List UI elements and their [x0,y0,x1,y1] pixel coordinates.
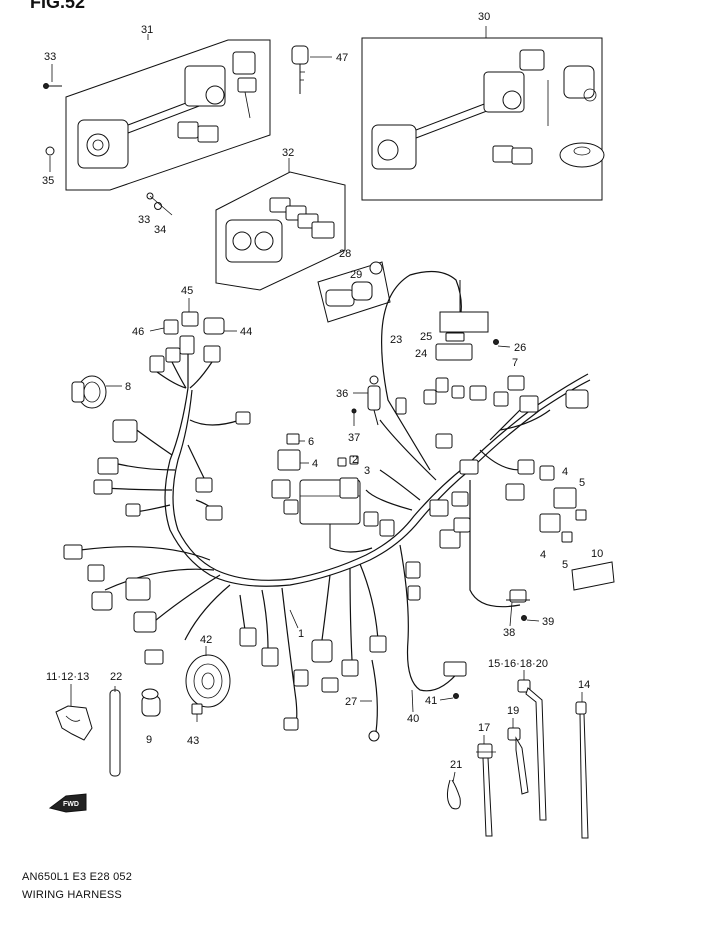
tie-17 [476,743,496,837]
figure-title: FIG.52 [30,0,86,12]
callout-23: 23 [390,334,402,346]
grommet-9 [141,688,161,717]
callout-24: 24 [415,348,427,360]
callout-28: 28 [339,248,351,260]
callout-32: 32 [282,147,294,159]
callout-4-right-top: 4 [562,466,568,478]
callout-1: 1 [298,628,304,640]
callout-11-12-13: 11·12·13 [46,671,89,683]
callout-44: 44 [240,326,252,338]
callout-39: 39 [542,616,554,628]
callout-5-right-bottom: 5 [562,559,568,571]
callout-4-right-bottom: 4 [540,549,546,561]
cap-8 [71,375,107,409]
callout-29: 29 [350,269,362,281]
relays-right [539,487,587,543]
parts-40-41 [443,661,467,699]
bolt-43 [191,703,203,722]
callout-38: 38 [503,627,515,639]
callout-8: 8 [125,381,131,393]
lock-set-31 [65,34,271,191]
lead-27 [368,730,380,742]
callout-42: 42 [200,634,212,646]
sensor-23-26 [435,280,499,361]
callout-17: 17 [478,722,490,734]
callout-2: 2 [352,454,358,466]
main-harness-1 [79,270,591,733]
horn-42 [185,646,231,708]
callout-35: 35 [42,175,54,187]
callout-6: 6 [308,436,314,448]
fwd-arrow: FWD [48,793,87,813]
fwd-label: FWD [63,801,79,808]
harness-connectors-right [363,377,589,601]
diagram-code: AN650L1 E3 E28 052 [22,871,133,883]
callout-33-top: 33 [44,51,56,63]
relay-parts-center [277,433,359,471]
lock-set-32 [215,158,346,291]
callout-34: 34 [154,224,166,236]
switch-36-37 [351,375,381,426]
clip-21 [446,779,461,810]
callout-10: 10 [591,548,603,560]
callout-9: 9 [146,734,152,746]
callout-15-16-18-20: 15·16·18·20 [488,658,548,670]
diagram-title: WIRING HARNESS [22,889,122,901]
callout-5-right-top: 5 [579,477,585,489]
callout-33-bottom: 33 [138,214,150,226]
junction-box [271,477,373,553]
callout-31: 31 [141,24,153,36]
ties-15-20 [507,679,547,821]
callout-14: 14 [578,679,590,691]
callout-40: 40 [407,713,419,725]
callout-27: 27 [345,696,357,708]
tie-14 [575,701,589,839]
callout-25: 25 [420,331,432,343]
callout-3: 3 [364,465,370,477]
clamp-11-13 [55,705,93,741]
callout-37: 37 [348,432,360,444]
callout-41: 41 [425,695,437,707]
callout-45: 45 [181,285,193,297]
strap-22 [109,686,121,777]
callout-36: 36 [336,388,348,400]
key-47 [291,45,309,94]
connectors-44-46 [149,311,225,389]
callout-21: 21 [450,759,462,771]
callout-19: 19 [507,705,519,717]
harness-connectors-left [63,411,387,731]
parts-28-29 [317,261,391,323]
callout-47: 47 [336,52,348,64]
relay-7 [507,375,525,391]
callout-26: 26 [514,342,526,354]
parts-38-39 [506,589,530,621]
callout-7: 7 [512,357,518,369]
callout-46: 46 [132,326,144,338]
sheet-10 [571,561,615,591]
callout-43: 43 [187,735,199,747]
callout-30: 30 [478,11,490,23]
callout-4-center: 4 [312,458,318,470]
callout-22: 22 [110,671,122,683]
lock-set-30 [361,26,605,201]
